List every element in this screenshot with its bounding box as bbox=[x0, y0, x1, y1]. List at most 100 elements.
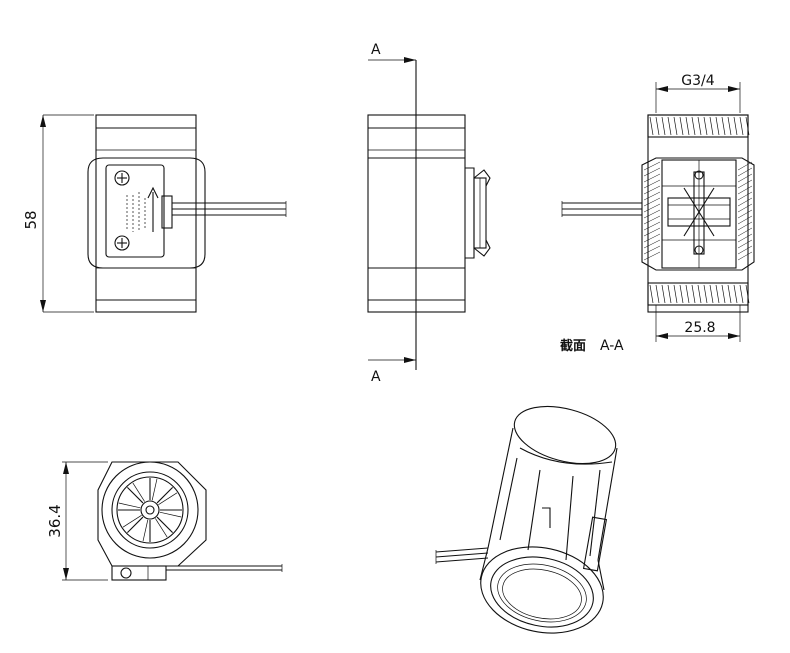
blade-edge bbox=[156, 486, 174, 504]
cable-wires bbox=[172, 201, 287, 217]
flow-arrow-icon bbox=[147, 186, 159, 232]
hatch-line bbox=[737, 197, 753, 207]
section-caption-cjk: 截面 bbox=[560, 338, 586, 354]
thread-mark bbox=[733, 116, 738, 136]
thread-mark bbox=[709, 116, 714, 136]
hatch-line bbox=[737, 173, 753, 183]
thread-mark bbox=[733, 284, 738, 304]
hatch-line bbox=[643, 185, 661, 195]
side-view bbox=[367, 114, 491, 313]
thread-mark bbox=[727, 116, 732, 136]
hatch-line bbox=[643, 245, 661, 255]
screw-top-icon bbox=[114, 170, 130, 186]
hatch-line bbox=[643, 215, 661, 225]
hatch-line bbox=[643, 227, 661, 237]
dimension-inner: 25.8 bbox=[655, 305, 741, 342]
blade-edge bbox=[126, 516, 144, 534]
blade-edge bbox=[155, 518, 168, 538]
dimension-height-label: 58 bbox=[22, 210, 40, 229]
hatch-line bbox=[643, 233, 661, 243]
thread-mark bbox=[697, 284, 702, 304]
thread-mark bbox=[739, 116, 744, 136]
dimension-thread: G3/4 bbox=[655, 73, 741, 113]
impeller bbox=[662, 160, 736, 268]
thread-mark bbox=[715, 116, 720, 136]
cut-label-bottom: A bbox=[371, 369, 381, 385]
thread-mark bbox=[721, 284, 726, 304]
thread-mark bbox=[655, 116, 660, 136]
thread-mark bbox=[661, 116, 666, 136]
thread-mark bbox=[667, 284, 672, 304]
thread-mark bbox=[691, 284, 696, 304]
thread-mark bbox=[649, 116, 654, 136]
thread-mark bbox=[679, 116, 684, 136]
hatch-line bbox=[737, 203, 753, 213]
label-text-marks bbox=[126, 192, 146, 232]
hatch-line bbox=[737, 227, 753, 237]
thread-mark bbox=[679, 284, 684, 304]
hatch-line bbox=[643, 161, 661, 171]
thread-mark bbox=[661, 284, 666, 304]
thread-mark bbox=[703, 284, 708, 304]
thread-mark bbox=[649, 284, 654, 304]
thread-mark bbox=[685, 116, 690, 136]
hatch-line bbox=[737, 245, 753, 255]
thread-bottom bbox=[647, 282, 750, 306]
thread-mark bbox=[697, 116, 702, 136]
thread-mark bbox=[655, 284, 660, 304]
thread-mark bbox=[739, 284, 744, 304]
thread-mark bbox=[721, 116, 726, 136]
hatch-line bbox=[737, 209, 753, 219]
hatch-line bbox=[643, 191, 661, 201]
front-view: 58 bbox=[22, 114, 287, 313]
section-view: G3/4 25.8 截面 A-A bbox=[560, 73, 755, 354]
hatch-line bbox=[737, 185, 753, 195]
impeller-blades bbox=[118, 478, 182, 542]
blade-edge bbox=[132, 482, 145, 502]
hatch-line bbox=[643, 179, 661, 189]
iso-cable-wires bbox=[435, 547, 489, 564]
thread-mark bbox=[685, 284, 690, 304]
hatch-line bbox=[643, 209, 661, 219]
hatch-line bbox=[643, 197, 661, 207]
blade-edge bbox=[122, 515, 142, 528]
hatch-line bbox=[643, 239, 661, 249]
hatch-line bbox=[643, 203, 661, 213]
thread-mark bbox=[709, 284, 714, 304]
thread-mark bbox=[715, 284, 720, 304]
dimension-hex: 36.4 bbox=[46, 461, 108, 581]
end-view: 36.4 bbox=[46, 461, 283, 581]
blade-edge bbox=[126, 486, 144, 504]
end-cable-wires bbox=[166, 564, 283, 572]
thread-mark bbox=[703, 116, 708, 136]
screw-bottom-icon bbox=[114, 235, 130, 251]
section-cut-line: A A bbox=[368, 42, 417, 385]
dimension-inner-label: 25.8 bbox=[684, 320, 715, 336]
hatch-line bbox=[737, 251, 753, 261]
thread-mark bbox=[667, 116, 672, 136]
dimension-thread-label: G3/4 bbox=[681, 73, 714, 89]
hatch-line bbox=[737, 179, 753, 189]
section-caption-name: A-A bbox=[600, 338, 624, 354]
hatch-line bbox=[643, 167, 661, 177]
hatch-line bbox=[737, 215, 753, 225]
hatch-line bbox=[643, 251, 661, 261]
cut-label-top: A bbox=[371, 42, 381, 58]
thread-mark bbox=[727, 284, 732, 304]
hatch-line bbox=[643, 173, 661, 183]
blade-edge bbox=[118, 502, 141, 509]
hatch-line bbox=[737, 167, 753, 177]
hatch-line bbox=[643, 221, 661, 231]
hatch-line bbox=[737, 221, 753, 231]
thread-mark bbox=[673, 284, 678, 304]
blade-edge bbox=[151, 478, 158, 501]
hatch-line bbox=[737, 239, 753, 249]
dimension-hex-label: 36.4 bbox=[46, 504, 64, 537]
blade-edge bbox=[156, 516, 174, 534]
thread-mark bbox=[673, 116, 678, 136]
blade-edge bbox=[159, 511, 182, 518]
blade-edge bbox=[142, 519, 149, 542]
hatch-line bbox=[737, 161, 753, 171]
